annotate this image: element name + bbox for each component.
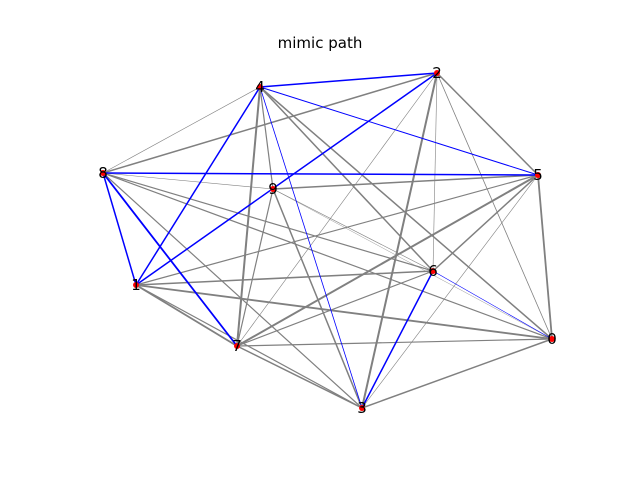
node-label-1: 1 <box>131 276 141 294</box>
edge-5-0 <box>537 174 553 340</box>
path-edge-8-5 <box>102 172 539 176</box>
edge-4-9 <box>259 86 274 190</box>
path-edge-8-1 <box>102 172 137 286</box>
path-edge-6-0 <box>432 270 553 340</box>
path-edge-2-1 <box>135 72 438 286</box>
node-6 <box>430 268 436 274</box>
edge-9-6 <box>272 188 434 272</box>
node-3 <box>359 405 365 411</box>
node-label-3: 3 <box>357 399 367 417</box>
node-0 <box>549 336 555 342</box>
path-edge-4-5 <box>259 86 539 176</box>
edge-2-7 <box>236 72 438 347</box>
edge-2-5 <box>436 72 539 176</box>
node-layer <box>100 70 555 411</box>
edge-9-7 <box>236 188 274 347</box>
edge-4-6 <box>259 86 434 272</box>
edge-2-3 <box>361 72 438 409</box>
node-9 <box>270 186 276 192</box>
node-label-2: 2 <box>432 64 442 82</box>
edge-9-3 <box>272 188 363 409</box>
edge-8-4 <box>102 86 261 174</box>
edge-3-0 <box>361 338 553 409</box>
edge-1-6 <box>135 270 434 286</box>
node-label-9: 9 <box>268 180 278 198</box>
edge-8-2 <box>102 72 438 174</box>
edge-7-0 <box>236 338 553 347</box>
path-edge-3-6 <box>361 270 434 409</box>
edge-1-7 <box>135 284 238 347</box>
node-label-7: 7 <box>232 337 242 355</box>
edge-4-7 <box>236 86 261 347</box>
edge-7-6 <box>236 270 434 347</box>
node-5 <box>535 172 541 178</box>
edge-5-7 <box>236 174 539 347</box>
node-label-0: 0 <box>547 330 557 348</box>
edge-5-1 <box>135 174 539 286</box>
edge-8-3 <box>102 172 363 409</box>
edge-1-0 <box>135 284 553 340</box>
edge-6-5 <box>432 174 539 272</box>
edge-8-6 <box>102 172 434 272</box>
edge-7-3 <box>236 345 363 409</box>
node-4 <box>257 84 263 90</box>
label-layer: 0 1 2 3 4 5 6 7 8 9 <box>98 64 557 417</box>
edge-9-0 <box>272 188 553 340</box>
edge-8-0 <box>102 172 553 340</box>
node-label-5: 5 <box>533 166 543 184</box>
edge-8-9 <box>102 172 274 190</box>
node-2 <box>434 70 440 76</box>
path-edge-4-3 <box>259 86 363 409</box>
edge-2-0 <box>436 72 553 340</box>
node-7 <box>234 343 240 349</box>
node-label-6: 6 <box>428 262 438 280</box>
edge-2-6 <box>432 72 438 272</box>
node-label-8: 8 <box>98 164 108 182</box>
path-edge-4-1 <box>135 86 261 286</box>
edge-5-9 <box>272 174 539 190</box>
node-8 <box>100 170 106 176</box>
path-edge-8-7 <box>102 172 238 347</box>
node-1 <box>133 282 139 288</box>
edge-1-3 <box>135 284 363 409</box>
edge-layer <box>102 72 553 409</box>
path-edge-4-2 <box>259 72 438 88</box>
node-label-4: 4 <box>255 78 265 96</box>
chart-title: mimic path <box>277 34 363 52</box>
edge-5-3 <box>361 174 539 409</box>
